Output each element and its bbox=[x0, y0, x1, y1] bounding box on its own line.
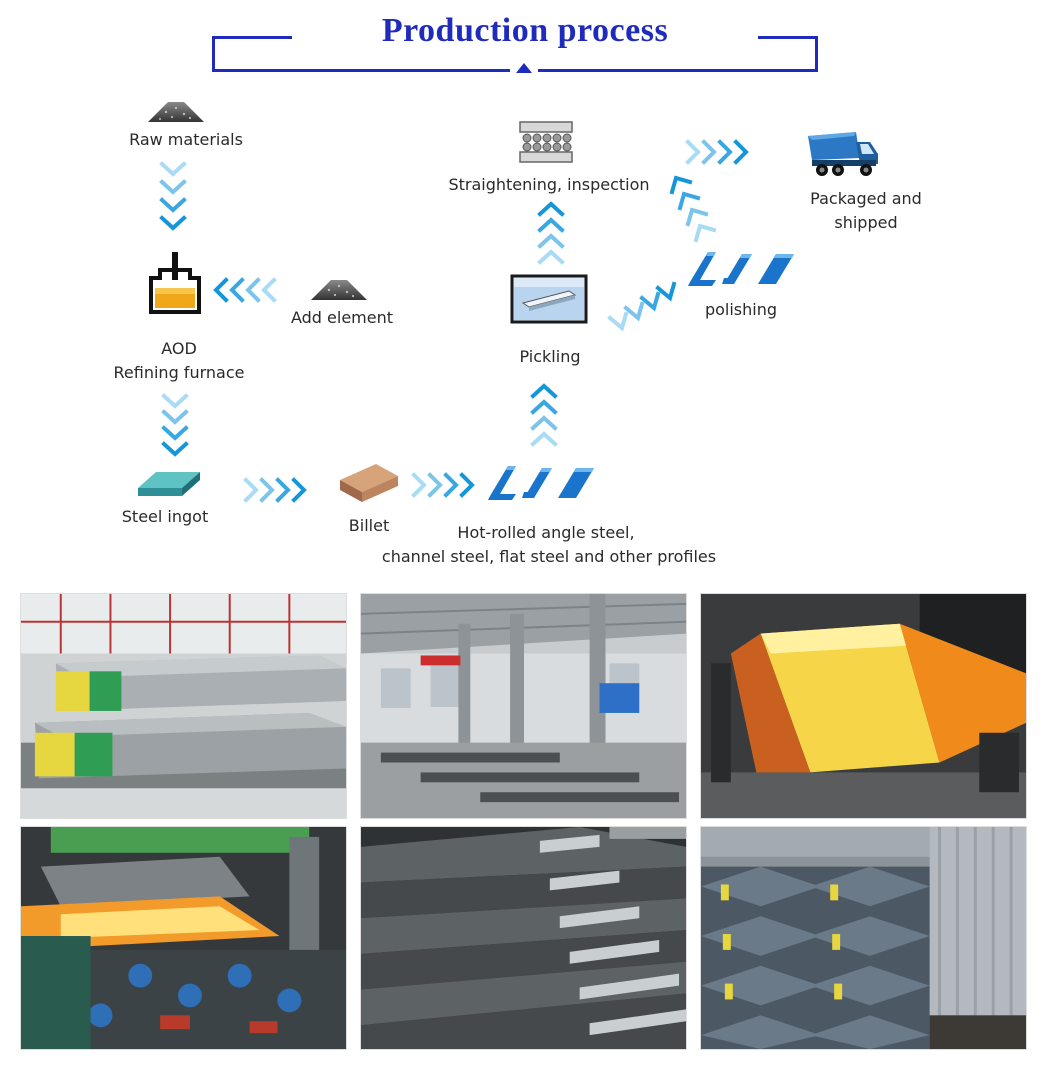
step-raw-materials-label: Raw materials bbox=[129, 130, 243, 149]
billet-icon bbox=[340, 464, 398, 502]
factory-hall-photo bbox=[360, 593, 687, 819]
arrow-up-icon bbox=[530, 383, 558, 447]
title-frame-right-side bbox=[815, 36, 818, 72]
step-steel-ingot-label: Steel ingot bbox=[121, 507, 209, 526]
arrow-right-icon bbox=[411, 472, 475, 498]
arrow-diagonal-icon bbox=[607, 281, 677, 332]
title-triangle-icon bbox=[516, 63, 532, 73]
arrow-left-icon bbox=[213, 277, 277, 303]
arrow-up-left-icon bbox=[669, 175, 717, 243]
arrow-down-icon bbox=[161, 393, 189, 457]
page-title: Production process bbox=[381, 12, 669, 49]
ore-pile-icon bbox=[148, 102, 204, 122]
straightening-press-icon bbox=[519, 121, 573, 163]
hot-billet-photo bbox=[700, 593, 1027, 819]
truck-icon bbox=[808, 132, 878, 176]
step-aod-label-2: Refining furnace bbox=[113, 363, 245, 382]
title-frame-left-side bbox=[212, 36, 215, 72]
title-frame-bottom-right bbox=[538, 69, 818, 72]
arrow-down-icon bbox=[159, 161, 187, 231]
step-hot-rolled-label-2: channel steel, flat steel and other prof… bbox=[381, 547, 717, 566]
furnace-icon bbox=[149, 252, 201, 314]
title-frame-right-top bbox=[758, 36, 818, 39]
step-pickling-label: Pickling bbox=[519, 347, 581, 366]
step-add-element-label: Add element bbox=[290, 308, 394, 327]
title-frame-bottom-left bbox=[212, 69, 510, 72]
step-straightening-label: Straightening, inspection bbox=[448, 175, 650, 194]
pickling-tank-icon bbox=[510, 274, 588, 324]
steel-profiles-icon bbox=[488, 466, 594, 500]
step-hot-rolled-label-1: Hot-rolled angle steel, bbox=[457, 523, 635, 542]
step-billet-label: Billet bbox=[348, 516, 390, 535]
arrow-up-icon bbox=[537, 201, 565, 265]
step-aod-label-1: AOD bbox=[161, 339, 197, 358]
title-frame-left-top bbox=[212, 36, 292, 39]
arrow-right-icon bbox=[243, 477, 307, 503]
step-packaged-label-1: Packaged and bbox=[810, 189, 922, 208]
ingot-icon bbox=[138, 472, 200, 496]
step-packaged-label-2: shipped bbox=[834, 213, 898, 232]
rolling-mill-photo bbox=[20, 826, 347, 1050]
arrow-right-icon bbox=[685, 139, 749, 165]
step-polishing-label: polishing bbox=[704, 300, 778, 319]
angle-steel-stack-photo bbox=[360, 826, 687, 1050]
steel-blocks-photo bbox=[20, 593, 347, 819]
ore-pile-icon bbox=[311, 280, 367, 300]
container-loading-photo bbox=[700, 826, 1027, 1050]
steel-profiles-icon bbox=[688, 252, 794, 286]
